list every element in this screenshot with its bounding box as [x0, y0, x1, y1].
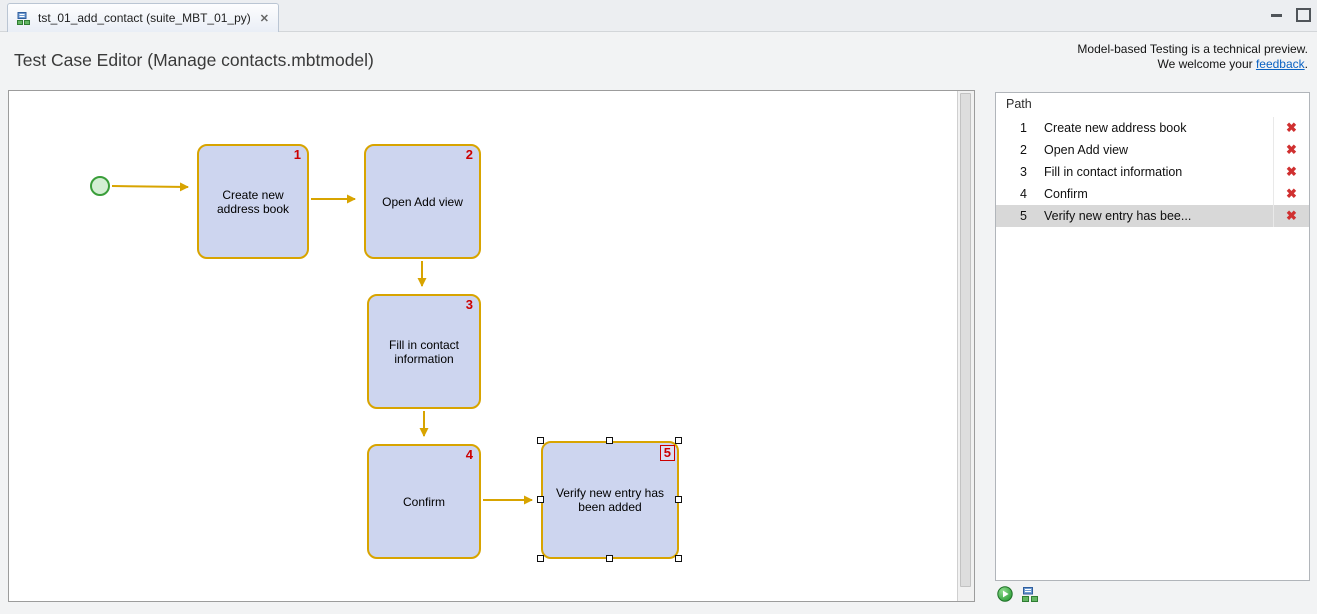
delete-step-icon[interactable]: ✖ — [1273, 183, 1309, 205]
path-row-4[interactable]: 4 Confirm ✖ — [996, 183, 1309, 205]
start-node[interactable] — [90, 176, 110, 196]
notice-prefix: We welcome your — [1157, 57, 1256, 71]
selection-handle[interactable] — [606, 555, 613, 562]
run-test-button[interactable] — [997, 586, 1013, 602]
path-row-label: Create new address book — [1044, 121, 1187, 135]
path-row-label: Verify new entry has bee... — [1044, 209, 1192, 223]
open-model-button[interactable] — [1022, 586, 1039, 602]
path-row-label: Fill in contact information — [1044, 165, 1183, 179]
selection-handle[interactable] — [537, 496, 544, 503]
edge-start-to-1 — [111, 182, 189, 192]
selection-handle[interactable] — [675, 437, 682, 444]
path-toolbar — [997, 586, 1039, 602]
delete-step-icon[interactable]: ✖ — [1273, 161, 1309, 183]
delete-step-icon[interactable]: ✖ — [1273, 117, 1309, 139]
node-label: Confirm — [402, 494, 445, 509]
maximize-icon[interactable] — [1295, 7, 1311, 22]
selection-handle[interactable] — [675, 555, 682, 562]
node-label: Fill in contact information — [388, 337, 460, 366]
diagram-node-5-selected[interactable]: 5 Verify new entry has been added — [541, 441, 679, 559]
path-row-number: 2 — [1020, 143, 1027, 157]
selection-handle[interactable] — [675, 496, 682, 503]
tab-close-icon[interactable]: ✕ — [259, 12, 270, 25]
page-title: Test Case Editor (Manage contacts.mbtmod… — [14, 50, 374, 70]
feedback-link[interactable]: feedback — [1255, 57, 1305, 71]
node-number: 1 — [293, 147, 301, 162]
path-row-number: 3 — [1020, 165, 1027, 179]
node-label: Create new address book — [216, 187, 290, 216]
window-controls — [1270, 7, 1311, 22]
notice-suffix: . — [1304, 57, 1308, 71]
minimize-icon[interactable] — [1270, 7, 1283, 19]
diagram-canvas[interactable]: 1 Create new address book 2 Open Add vie… — [8, 90, 975, 602]
selection-handle[interactable] — [606, 437, 613, 444]
node-number: 2 — [465, 147, 473, 162]
delete-step-icon[interactable]: ✖ — [1273, 139, 1309, 161]
diagram-node-1[interactable]: 1 Create new address book — [197, 144, 309, 259]
node-number: 5 — [659, 445, 675, 461]
tab-title: tst_01_add_contact (suite_MBT_01_py) — [38, 11, 251, 25]
diagram-node-4[interactable]: 4 Confirm — [367, 444, 481, 559]
path-row-2[interactable]: 2 Open Add view ✖ — [996, 139, 1309, 161]
delete-step-icon[interactable]: ✖ — [1273, 205, 1309, 227]
notice-line2: We welcome your feedback. — [1077, 57, 1308, 72]
selection-handle[interactable] — [537, 437, 544, 444]
vertical-scrollbar[interactable] — [957, 91, 974, 601]
path-row-label: Confirm — [1044, 187, 1088, 201]
selection-handle[interactable] — [537, 555, 544, 562]
diagram-edges — [90, 176, 533, 505]
node-label: Open Add view — [382, 194, 463, 209]
path-panel: Path 1 Create new address book ✖ 2 Open … — [995, 92, 1310, 581]
node-number: 4 — [465, 447, 473, 462]
path-row-5-selected[interactable]: 5 Verify new entry has bee... ✖ — [996, 205, 1309, 227]
scrollbar-thumb[interactable] — [960, 93, 971, 587]
path-row-number: 5 — [1020, 209, 1027, 223]
model-icon — [17, 11, 32, 25]
path-panel-title: Path — [1006, 97, 1032, 111]
diagram-node-3[interactable]: 3 Fill in contact information — [367, 294, 481, 409]
diagram-node-2[interactable]: 2 Open Add view — [364, 144, 481, 259]
path-row-number: 4 — [1020, 187, 1027, 201]
path-row-3[interactable]: 3 Fill in contact information ✖ — [996, 161, 1309, 183]
editor-tab[interactable]: tst_01_add_contact (suite_MBT_01_py) ✕ — [7, 3, 280, 32]
path-row-number: 1 — [1020, 121, 1027, 135]
path-row-1[interactable]: 1 Create new address book ✖ — [996, 117, 1309, 139]
preview-notice: Model-based Testing is a technical previ… — [1077, 42, 1308, 72]
node-label: Verify new entry has been added — [555, 486, 665, 514]
path-list: 1 Create new address book ✖ 2 Open Add v… — [996, 117, 1309, 227]
node-number: 3 — [465, 297, 473, 312]
path-row-label: Open Add view — [1044, 143, 1129, 157]
notice-line1: Model-based Testing is a technical previ… — [1077, 42, 1308, 56]
editor-tab-bar: tst_01_add_contact (suite_MBT_01_py) ✕ — [0, 0, 1317, 32]
